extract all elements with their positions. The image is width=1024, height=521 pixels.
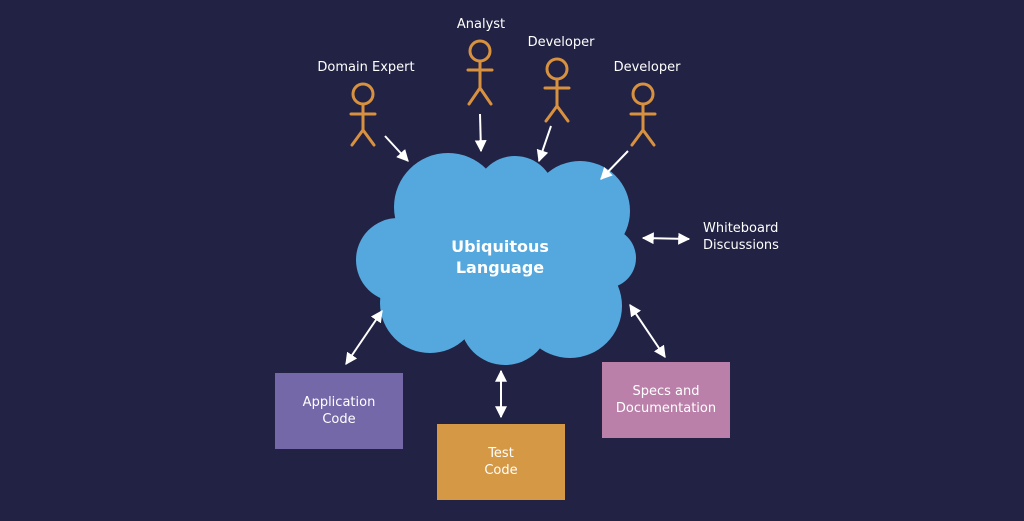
test-code-box: Test Code — [437, 424, 565, 500]
whiteboard-line-2: Discussions — [703, 238, 779, 253]
test-code-line-1: Test — [488, 446, 514, 461]
developer-2-icon — [629, 82, 657, 147]
application-code-line-2: Code — [322, 412, 356, 427]
specs-documentation-box: Specs and Documentation — [602, 362, 730, 438]
ubiquitous-language-title: Ubiquitous Language — [451, 236, 549, 278]
arrow-icon — [474, 113, 487, 153]
application-code-box: Application Code — [275, 373, 403, 449]
specs-line-2: Documentation — [615, 401, 717, 416]
double-arrow-icon — [641, 232, 691, 245]
analyst-icon — [466, 39, 494, 106]
double-arrow-icon — [345, 310, 383, 365]
whiteboard-line-1: Whiteboard — [703, 221, 779, 236]
specs-line-1: Specs and — [632, 384, 700, 399]
double-arrow-icon — [629, 304, 666, 358]
ubiquitous-language-cloud — [356, 153, 636, 365]
domain-expert-label: Domain Expert — [317, 60, 415, 75]
analyst-label: Analyst — [456, 17, 506, 32]
domain-expert-icon — [349, 82, 377, 147]
cloud-title-line-2: Language — [455, 258, 545, 277]
application-code-line-1: Application — [302, 395, 376, 410]
arrow-icon — [600, 150, 629, 180]
whiteboard-discussions-label: Whiteboard Discussions — [703, 220, 779, 254]
arrow-icon — [384, 135, 409, 162]
arrow-icon — [536, 125, 552, 163]
cloud-title-line-1: Ubiquitous — [451, 237, 549, 256]
developer-1-label: Developer — [527, 35, 595, 50]
developer-1-icon — [543, 57, 571, 123]
developer-2-label: Developer — [613, 60, 681, 75]
test-code-line-2: Code — [484, 463, 518, 478]
